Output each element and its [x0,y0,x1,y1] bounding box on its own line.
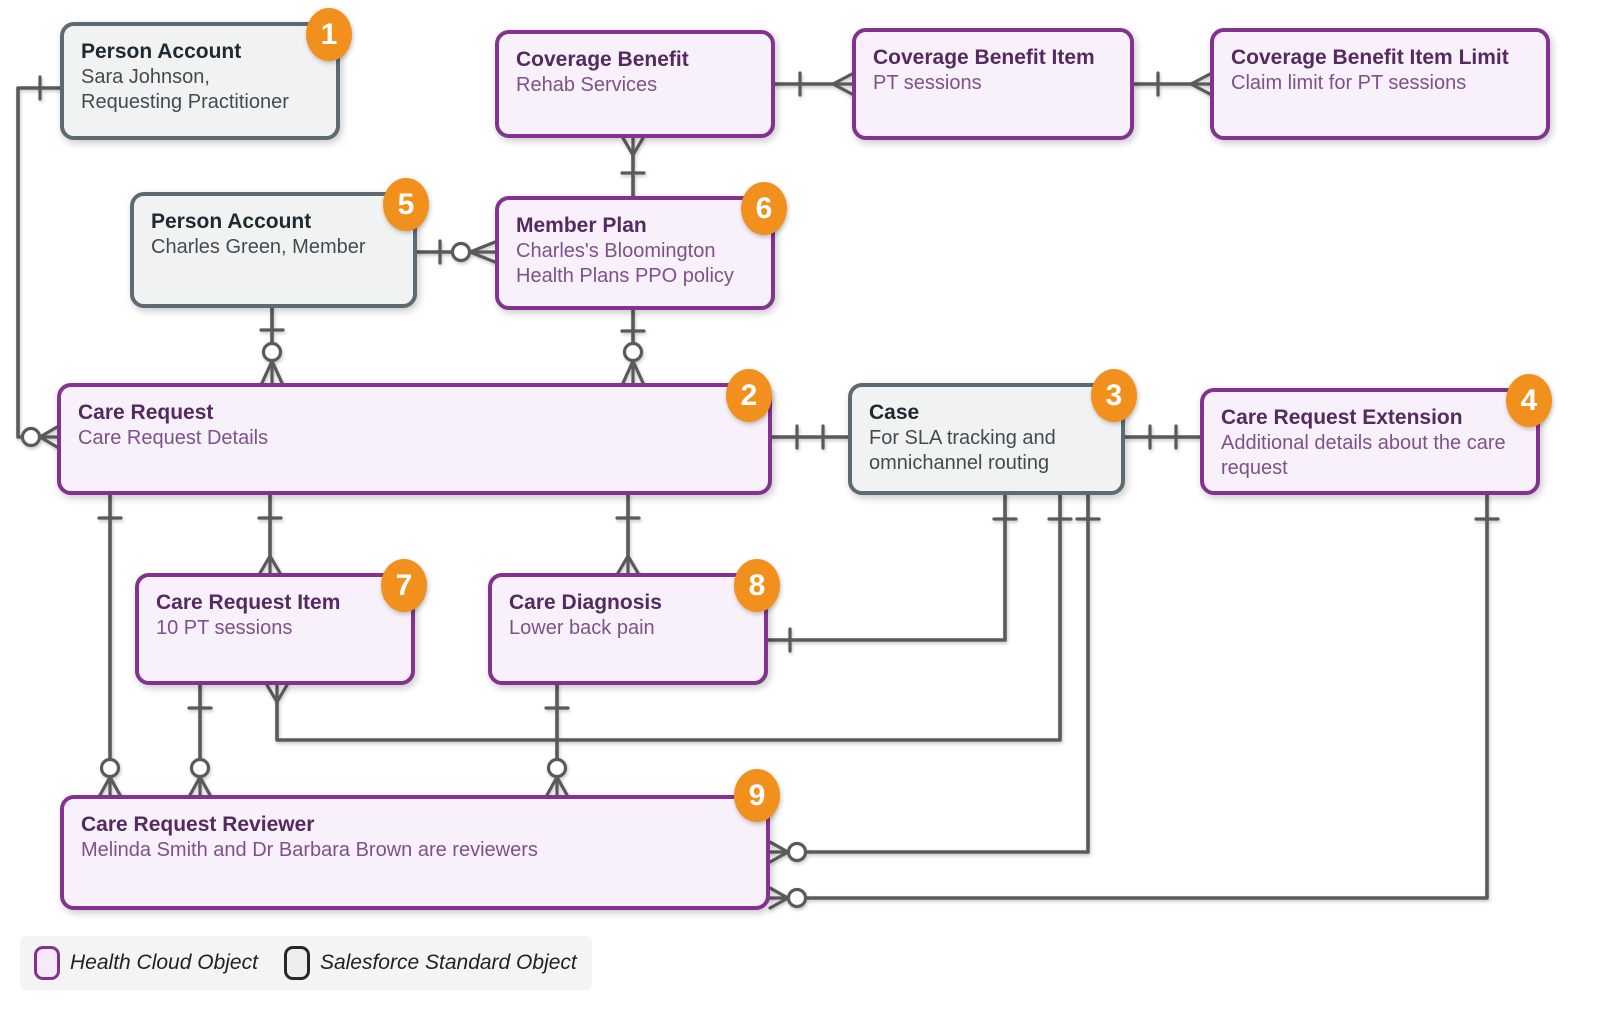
entity-title: Coverage Benefit Item [873,46,1095,69]
step-badge-5: 5 [383,178,429,231]
step-badge-8: 8 [734,559,780,612]
step-badge-2: 2 [726,369,772,422]
entity-title: Coverage Benefit [516,48,689,71]
entity-title: Person Account [81,40,242,63]
entity-subtitle: Additional details about the care reques… [1221,432,1506,479]
connector-person-account-sara-care-request [16,75,62,449]
entity-subtitle: Sara Johnson, Requesting Practitioner [81,66,289,113]
connector-care-diagnosis-care-request-reviewer [544,683,570,797]
entity-subtitle: Lower back pain [509,617,655,640]
entity-title: Member Plan [516,214,647,237]
connector-care-request-extension-care-request-reviewer [768,493,1500,910]
entity-person-account-requester: 1 Person Account Sara Johnson, Requestin… [60,8,352,140]
entity-subtitle: Melinda Smith and Dr Barbara Brown are r… [81,839,538,862]
entity-subtitle: Charles's Bloomington Health Plans PPO p… [516,240,734,287]
entity-care-request-extension: 4 Care Request Extension Additional deta… [1200,374,1552,495]
connector-coverage-benefit-coverage-benefit-item [773,71,854,97]
step-badge-1: 1 [306,8,352,61]
entity-subtitle: For SLA tracking and omnichannel routing [869,427,1056,474]
step-badge-7: 7 [381,559,427,612]
entity-coverage-benefit-item-limit: Coverage Benefit Item Limit Claim limit … [1210,28,1550,140]
connector-coverage-benefit-member-plan [620,136,646,198]
legend: Health Cloud Object Salesforce Standard … [20,936,592,990]
entity-title: Care Request Item [156,591,341,614]
entity-title: Coverage Benefit Item Limit [1231,46,1509,69]
entity-subtitle: Care Request Details [78,427,269,450]
entity-title: Person Account [151,210,312,233]
connector-case-care-request-reviewer [768,493,1101,864]
entity-care-request-item: 7 Care Request Item 10 PT sessions [135,559,427,685]
entity-care-request: 2 Care Request Care Request Details [57,369,772,495]
entity-title: Care Request Extension [1221,406,1463,429]
connector-coverage-benefit-item-limit [1132,71,1212,97]
entity-care-diagnosis: 8 Care Diagnosis Lower back pain [488,559,780,685]
legend-label-standard: Salesforce Standard Object [319,951,577,974]
legend-label-health-cloud: Health Cloud Object [70,951,258,974]
entity-subtitle: Claim limit for PT sessions [1231,72,1467,95]
connector-case-care-diagnosis [766,493,1018,653]
legend-swatch-health-cloud-icon [34,946,60,980]
entity-subtitle: PT sessions [873,72,982,95]
entity-title: Care Diagnosis [509,591,662,614]
entity-care-request-reviewer: 9 Care Request Reviewer Melinda Smith an… [60,769,780,910]
step-badge-4: 4 [1506,374,1552,427]
step-badge-6: 6 [741,182,787,235]
connector-case-care-request-extension [1123,424,1202,450]
legend-swatch-standard-icon [283,946,310,980]
entity-title: Care Request Reviewer [81,813,315,836]
connector-person-account-charles-member-plan [415,239,497,265]
connector-care-request-care-diagnosis [615,493,641,575]
entity-person-account-member: 5 Person Account Charles Green, Member [130,178,429,308]
entity-case: 3 Case For SLA tracking and omnichannel … [848,369,1137,495]
entity-title: Care Request [78,401,214,424]
entity-member-plan: 6 Member Plan Charles's Bloomington Heal… [495,182,787,310]
entity-subtitle: Charles Green, Member [151,236,366,259]
entity-subtitle: Rehab Services [516,74,658,97]
entity-subtitle: 10 PT sessions [156,617,293,640]
step-badge-3: 3 [1091,369,1137,422]
connector-care-request-item-care-request-reviewer [187,683,213,797]
connector-care-request-item-case [265,493,1073,742]
connector-member-plan-care-request [620,308,646,385]
connector-care-request-case [770,424,850,450]
entity-coverage-benefit: Coverage Benefit Rehab Services [495,30,775,138]
connector-care-request-care-request-reviewer [97,493,123,797]
entity-coverage-benefit-item: Coverage Benefit Item PT sessions [852,28,1134,140]
connector-person-account-charles-care-request [259,306,285,385]
entity-title: Case [869,401,920,424]
step-badge-9: 9 [734,769,780,822]
connector-care-request-care-request-item [257,493,283,575]
